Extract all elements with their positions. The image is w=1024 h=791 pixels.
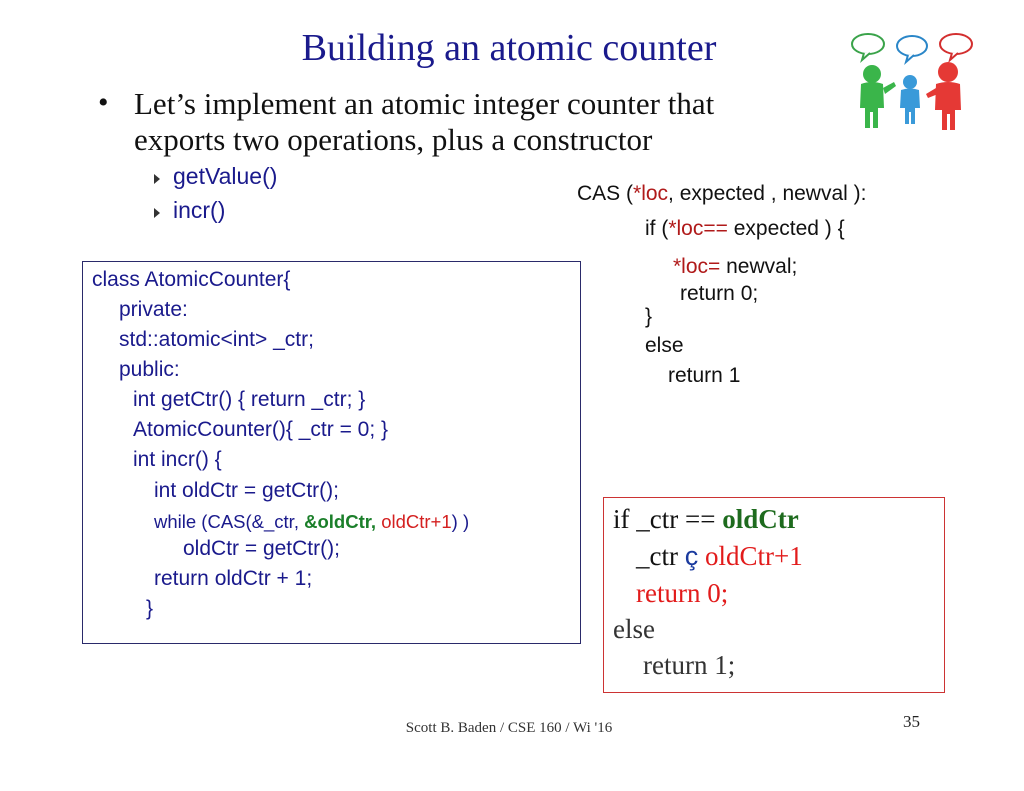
sub-bullet-arrow-icon bbox=[154, 174, 160, 184]
explanation-line-assign: _ctr ç oldCtr+1 bbox=[636, 541, 803, 572]
cas-fragment-highlight: == bbox=[703, 217, 728, 240]
cas-fragment: , expected , newval ): bbox=[668, 182, 867, 205]
slide-title: Building an atomic counter bbox=[301, 27, 717, 69]
code-line: int oldCtr = getCtr(); bbox=[154, 479, 339, 502]
cas-fragment-highlight: *loc bbox=[633, 182, 669, 205]
explanation-fragment: if _ctr == bbox=[613, 504, 723, 534]
code-line: oldCtr = getCtr(); bbox=[183, 537, 340, 560]
explanation-fragment-highlight: oldCtr+1 bbox=[698, 541, 803, 571]
cas-signature: CAS (*loc, expected , newval ): bbox=[577, 182, 866, 206]
code-line: public: bbox=[119, 358, 180, 381]
sub-item-incr: incr() bbox=[173, 197, 226, 223]
cas-return0-line: return 0; bbox=[680, 282, 759, 305]
cas-if-line: if (*loc== expected ) { bbox=[645, 217, 845, 241]
cas-fragment-highlight: *loc bbox=[673, 255, 709, 278]
explanation-line-return0: return 0; bbox=[636, 578, 729, 608]
code-line: AtomicCounter(){ _ctr = 0; } bbox=[133, 418, 389, 441]
cas-close-brace: } bbox=[645, 305, 653, 328]
bullet-marker: • bbox=[98, 86, 109, 119]
code-line: int getCtr() { return _ctr; } bbox=[133, 388, 366, 411]
code-line-while: while (CAS(&_ctr, &oldCtr, oldCtr+1) ) bbox=[154, 511, 469, 533]
code-fragment-highlight: &oldCtr, bbox=[304, 511, 377, 532]
explanation-line-if: if _ctr == oldCtr bbox=[613, 504, 799, 535]
code-line: class AtomicCounter{ bbox=[92, 268, 291, 291]
code-line: int incr() { bbox=[133, 448, 222, 471]
explanation-line-return1: return 1; bbox=[643, 650, 736, 680]
cas-return1-line: return 1 bbox=[668, 364, 741, 387]
cas-fragment: expected ) { bbox=[727, 217, 845, 240]
code-line: } bbox=[146, 597, 154, 620]
slide-footer: Scott B. Baden / CSE 160 / Wi '16 bbox=[405, 720, 613, 736]
cas-fragment: newval; bbox=[720, 255, 798, 278]
explanation-fragment-highlight: oldCtr bbox=[722, 504, 799, 534]
sub-item-getvalue: getValue() bbox=[173, 163, 278, 189]
arrow-symbol: ç bbox=[684, 541, 699, 571]
cas-fragment-highlight: *loc bbox=[668, 217, 704, 240]
explanation-fragment: _ctr bbox=[636, 541, 685, 571]
cas-fragment: if ( bbox=[645, 217, 669, 240]
code-line: return oldCtr + 1; bbox=[154, 567, 313, 590]
sub-bullet-arrow-icon bbox=[154, 208, 160, 218]
people-talking-icon bbox=[851, 33, 973, 130]
page-number: 35 bbox=[903, 712, 920, 731]
cas-fragment-highlight: = bbox=[708, 255, 721, 278]
cas-fragment: CAS ( bbox=[577, 182, 634, 205]
code-box bbox=[82, 261, 581, 644]
code-fragment: ) ) bbox=[451, 511, 470, 532]
bullet-text-line1: Let’s implement an atomic integer counte… bbox=[134, 86, 715, 121]
code-line: std::atomic<int> _ctr; bbox=[119, 328, 314, 351]
code-fragment-highlight: oldCtr+1 bbox=[376, 511, 452, 532]
explanation-line-else: else bbox=[613, 614, 655, 644]
code-fragment: while (CAS(&_ctr, bbox=[154, 511, 305, 532]
bullet-text-line2: exports two operations, plus a construct… bbox=[134, 122, 653, 157]
cas-else-line: else bbox=[645, 334, 684, 357]
code-line: private: bbox=[119, 298, 188, 321]
cas-assign-line: *loc= newval; bbox=[673, 255, 797, 279]
explanation-box bbox=[603, 497, 945, 693]
